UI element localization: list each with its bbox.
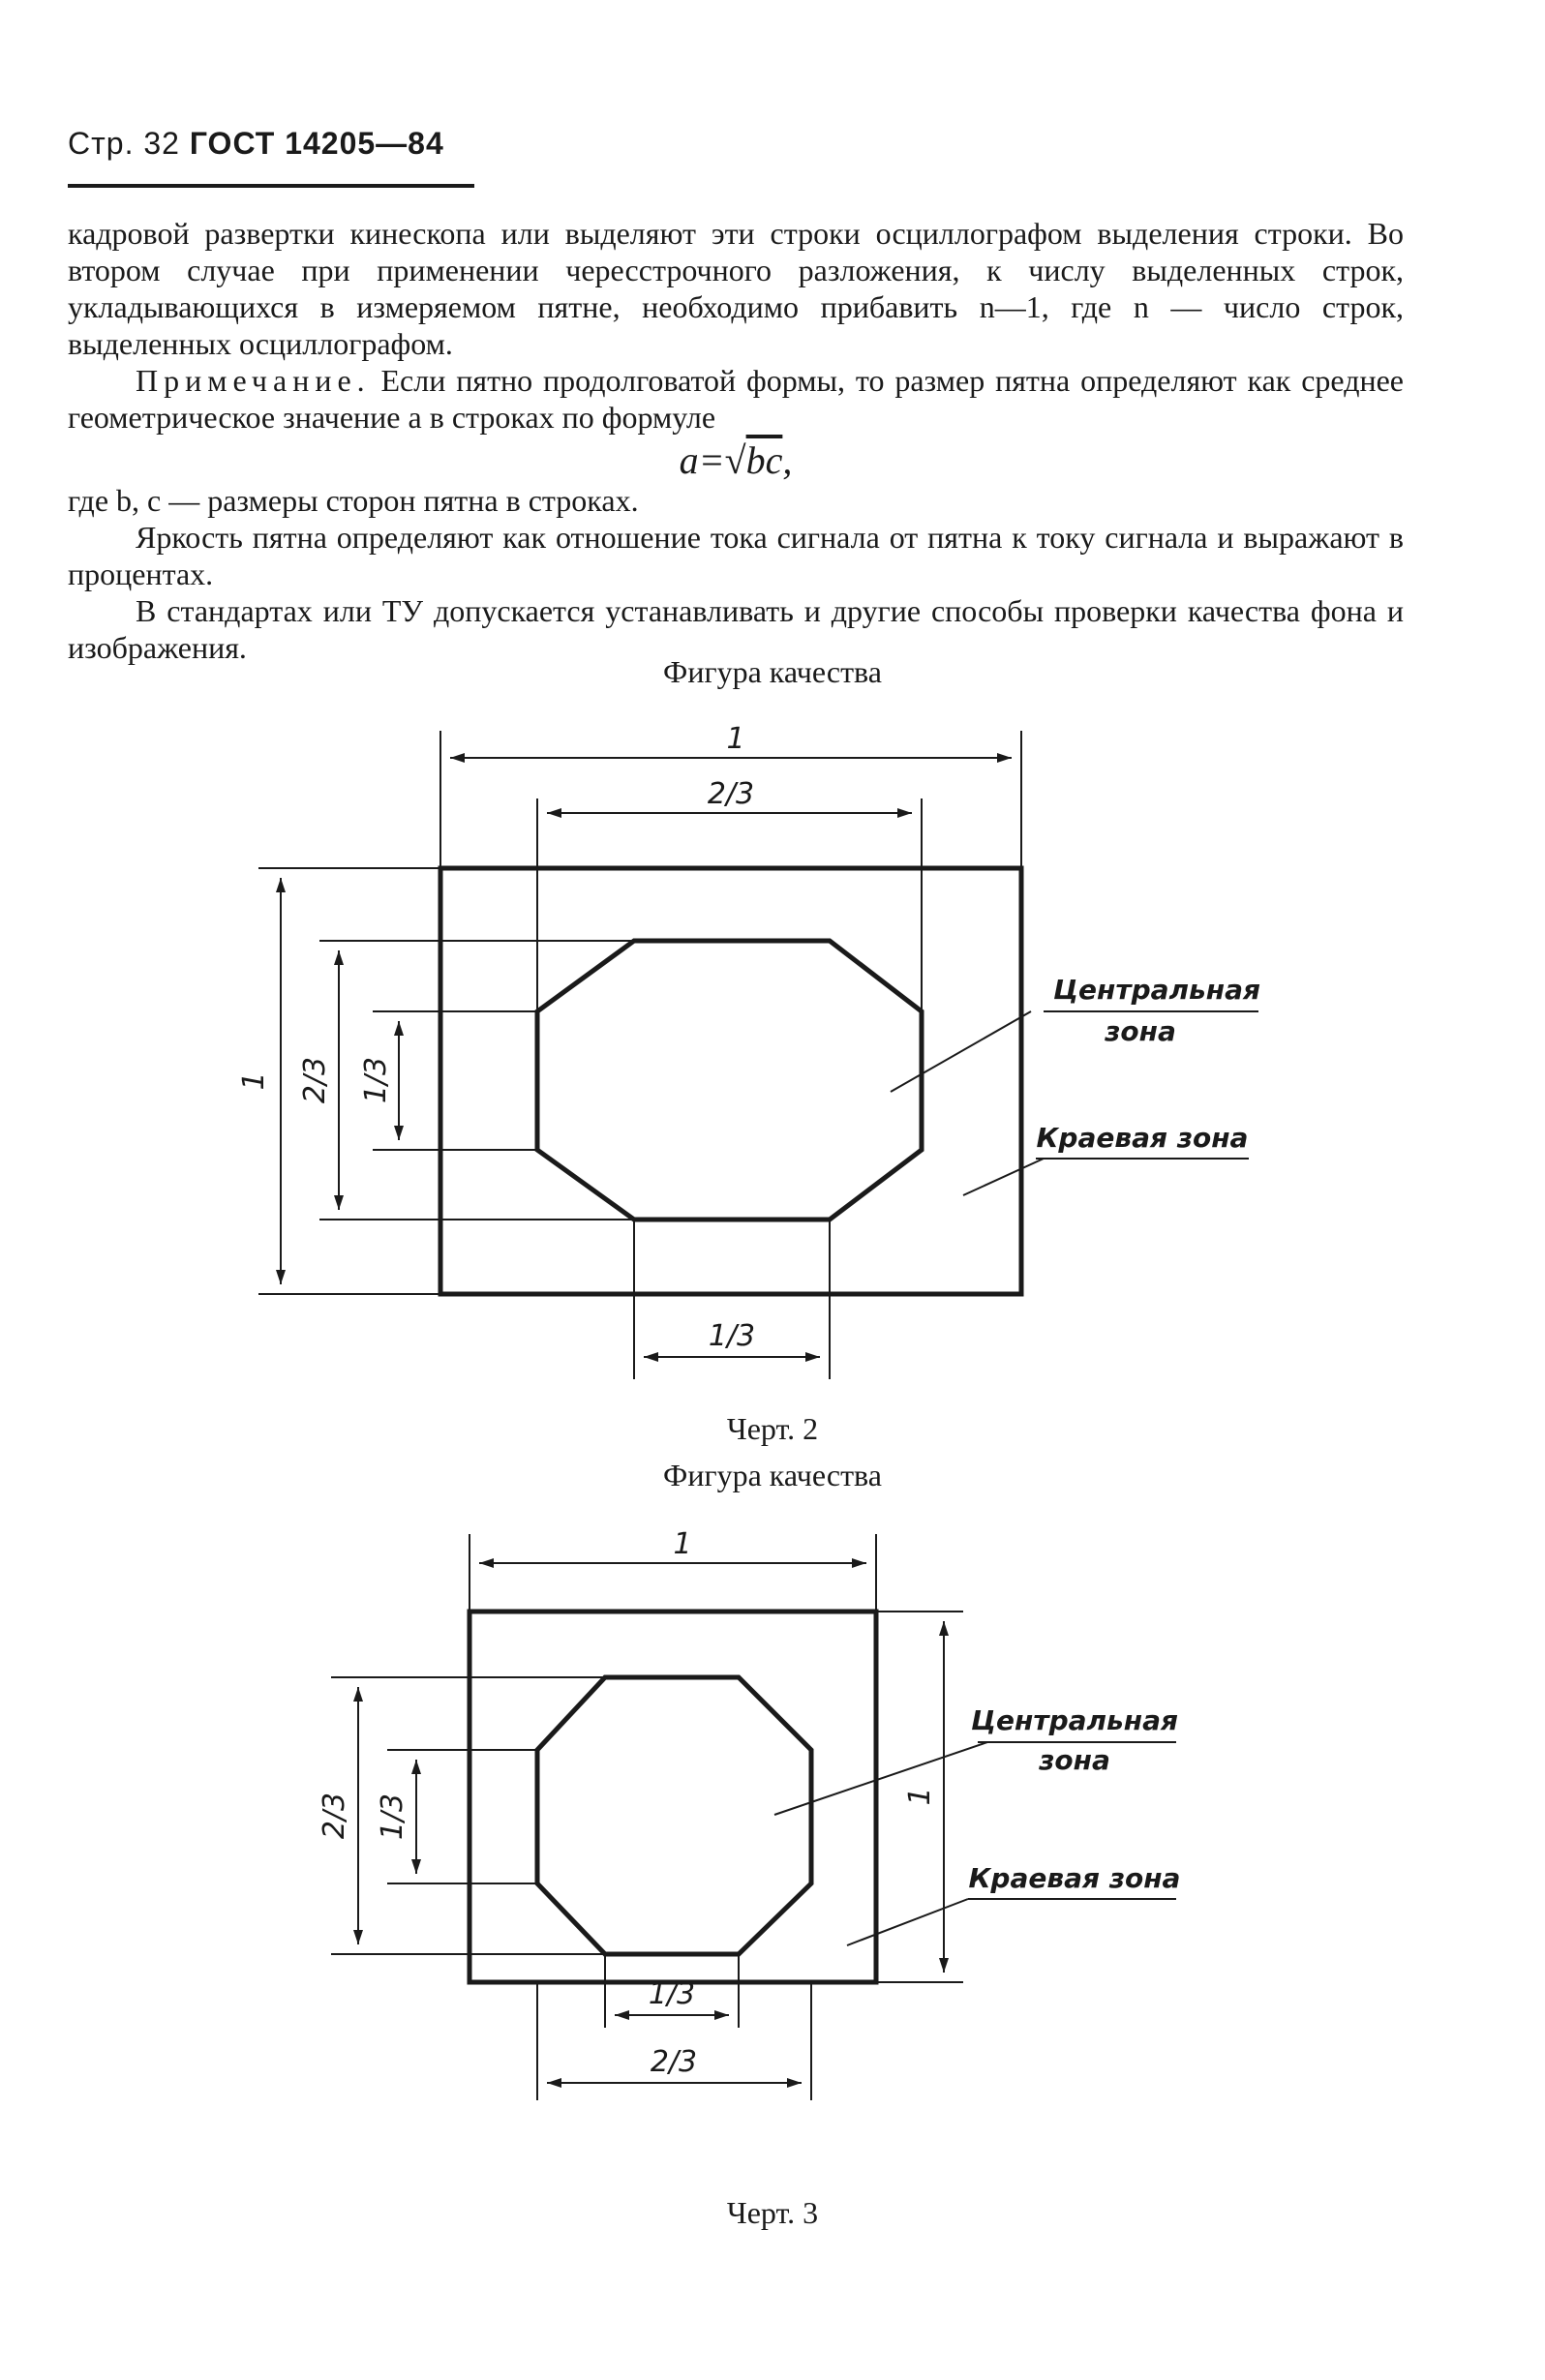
page-header: Стр. 32 ГОСТ 14205—84 — [68, 126, 444, 162]
page-number: Стр. 32 — [68, 126, 180, 161]
note-paragraph: Примечание. Если пятно продолговатой фор… — [68, 362, 1404, 436]
fig2-label-right-full: 1 — [903, 1787, 937, 1805]
paragraph-standards: В стандартах или ТУ допускается устанавл… — [68, 593, 1404, 665]
fig1-label-top-full: 1 — [726, 722, 744, 756]
fig1-central-octagon — [534, 938, 924, 1222]
formula: a=√bc, — [679, 438, 793, 482]
fig2-label-bottom-one-third: 1/3 — [649, 1977, 695, 2011]
paragraph-scan-lines: кадровой развертки кинескопа или выделяю… — [68, 216, 1404, 361]
figure1-title: Фигура качества — [663, 654, 882, 689]
fig2-central-octagon — [534, 1674, 814, 1957]
fig1-label-left-two-thirds: 2/3 — [298, 1057, 332, 1103]
standard-id: ГОСТ 14205—84 — [189, 126, 444, 161]
figure1-caption: Черт. 2 — [726, 1411, 819, 1446]
fig2-central-zone-line2: зона — [1038, 1744, 1110, 1776]
formula-root: bc — [745, 438, 783, 482]
fig1-edge-zone: Краевая зона — [1037, 1122, 1249, 1154]
fig2-label-bottom-two-thirds: 2/3 — [651, 2045, 697, 2079]
note-text: Если пятно продолговатой формы, то разме… — [68, 363, 1404, 435]
fig2-central-zone-line1: Центральная — [971, 1704, 1178, 1736]
fig2-outer-frame — [467, 1609, 879, 1985]
where-line: где b, c — размеры сторон пятна в строка… — [68, 483, 639, 518]
formula-lhs: a= — [679, 438, 725, 482]
header-rule — [68, 184, 474, 188]
fig1-central-zone-line1: Центральная — [1053, 974, 1260, 1006]
paragraph-brightness: Яркость пятна определяют как отношение т… — [68, 520, 1404, 591]
figure2-caption: Черт. 3 — [726, 2195, 819, 2230]
fig2-label-top-full: 1 — [673, 1527, 691, 1561]
fig1-central-zone-line2: зона — [1104, 1015, 1176, 1047]
fig1-label-bottom-one-third: 1/3 — [709, 1319, 755, 1353]
fig1-label-left-one-third: 1/3 — [359, 1057, 393, 1103]
figure2-title: Фигура качества — [663, 1458, 882, 1492]
note-label: Примечание. — [136, 363, 371, 398]
fig2-edge-zone: Краевая зона — [969, 1862, 1181, 1894]
fig2-label-left-one-third: 1/3 — [376, 1793, 409, 1840]
fig2-label-left-two-thirds: 2/3 — [318, 1793, 351, 1839]
fig1-outer-frame — [438, 865, 1024, 1297]
body-text: кадровой развертки кинескопа или выделяю… — [68, 215, 1404, 666]
formula-tail: , — [782, 438, 793, 482]
fig1-label-left-full: 1 — [237, 1071, 271, 1090]
fig1-label-top-two-thirds: 2/3 — [708, 777, 754, 811]
